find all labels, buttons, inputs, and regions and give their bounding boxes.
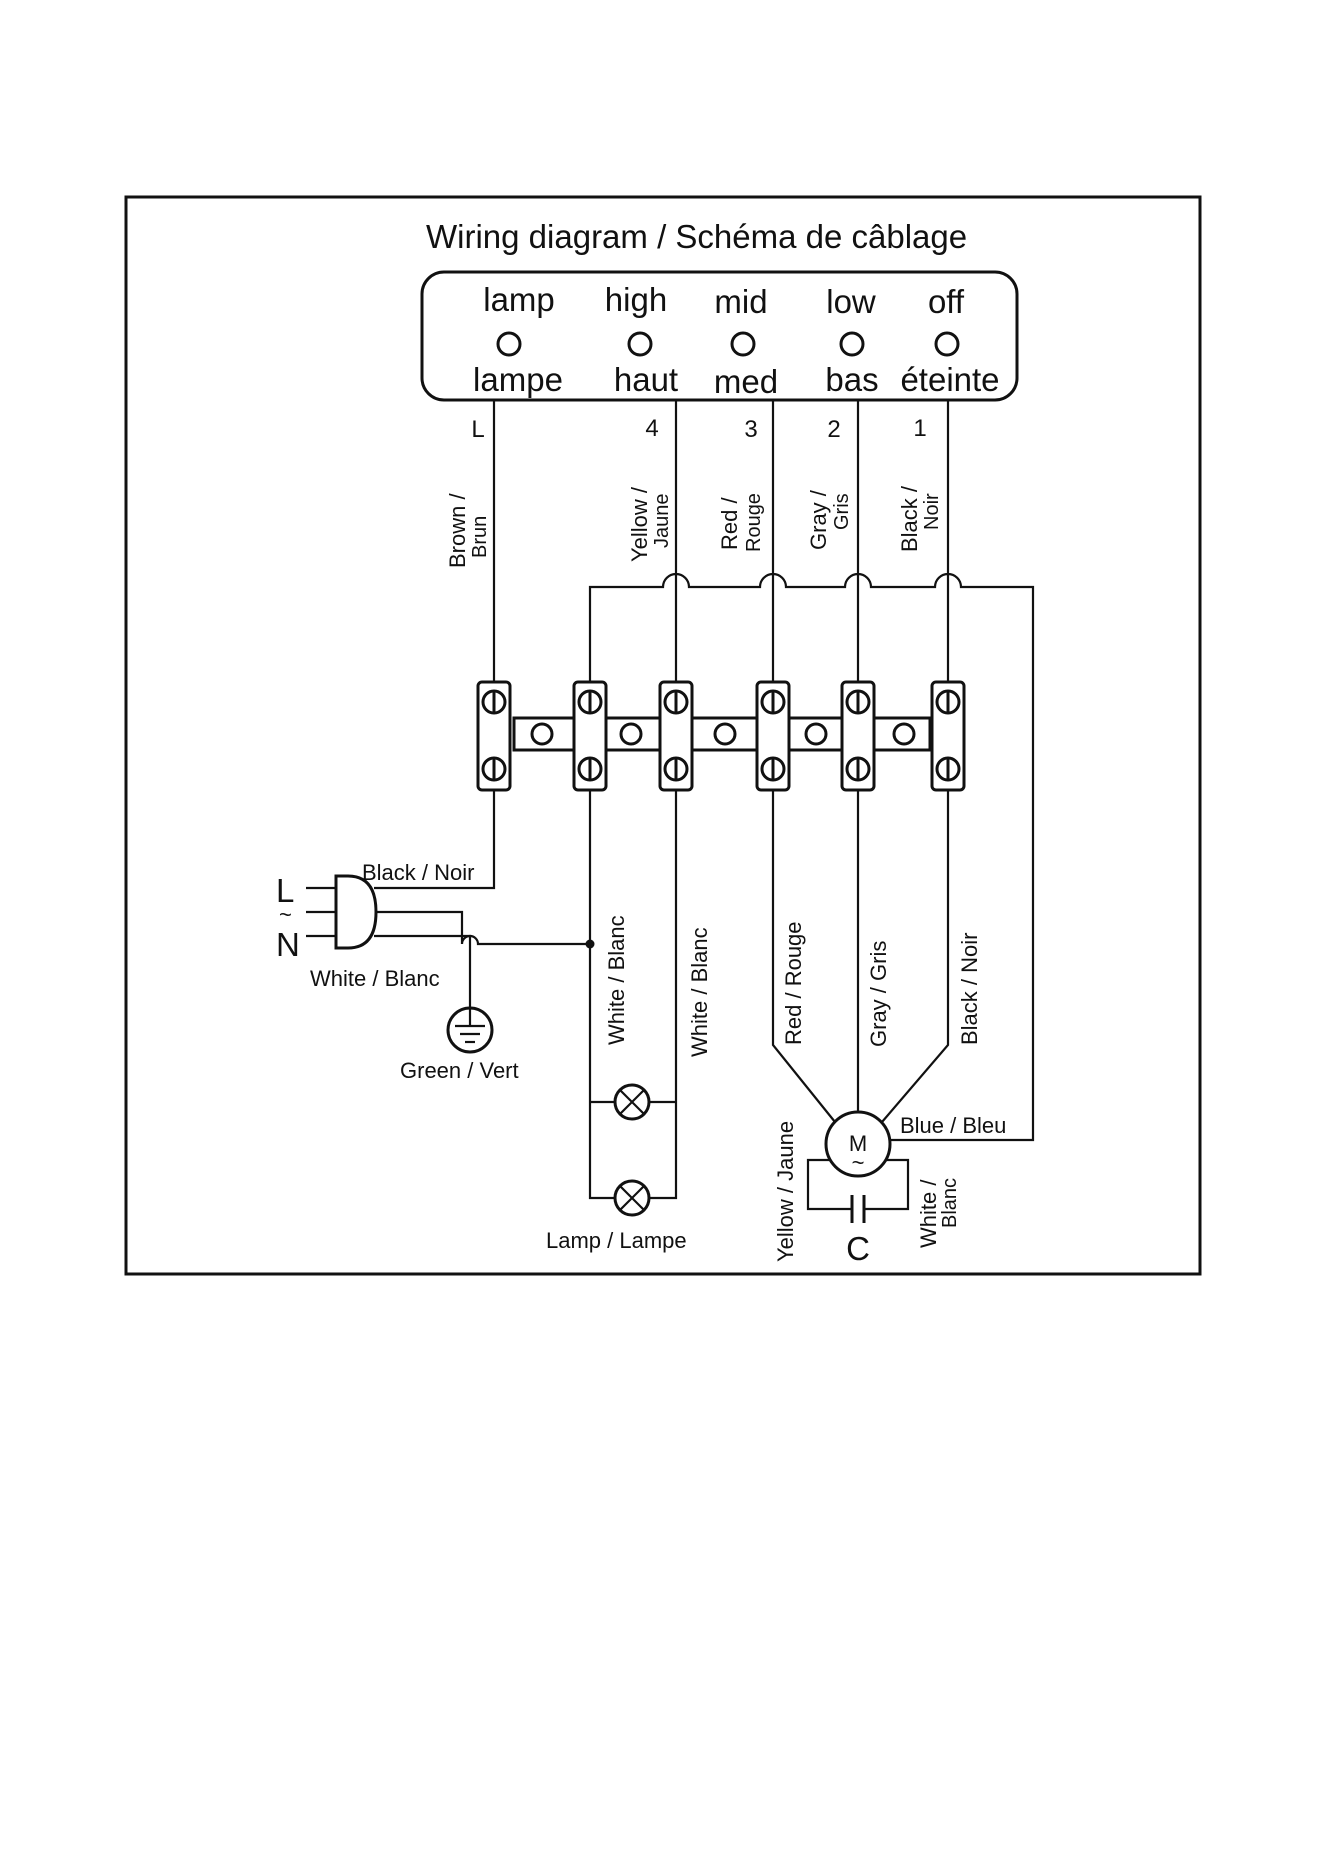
lamp-icon <box>613 1083 651 1121</box>
svg-text:Brown /: Brown / <box>445 493 470 568</box>
lower-label-gray: Gray / Gris <box>866 941 891 1047</box>
svg-text:Noir: Noir <box>921 493 943 530</box>
switch-indicator-circle <box>839 331 865 357</box>
switch-box <box>420 270 1019 402</box>
lower-label-red: Red / Rouge <box>781 921 806 1045</box>
switch-label-en: off <box>928 283 965 320</box>
svg-text:Rouge: Rouge <box>743 493 765 552</box>
switch-label-fr: haut <box>614 361 678 398</box>
terminal-block-l <box>476 680 512 792</box>
upper-wire-label-yellow: Yellow / Jaune <box>627 486 673 562</box>
diagram-title: Wiring diagram / Schéma de câblage <box>426 218 967 255</box>
svg-text:Jaune: Jaune <box>651 494 673 549</box>
label-green-vert: Green / Vert <box>400 1058 519 1083</box>
switch-position-off: off éteinte <box>900 283 999 398</box>
wire-capacitor-right <box>865 1158 910 1211</box>
upper-wire-label-gray: Gray / Gris <box>806 489 853 550</box>
switch-indicator-circle <box>627 331 653 357</box>
terminal-block-neutral <box>572 680 608 792</box>
svg-text:Black /: Black / <box>897 485 922 552</box>
terminal-number-2: 2 <box>827 416 840 443</box>
switch-position-high: high haut <box>605 281 678 398</box>
switch-indicator-circle <box>730 331 756 357</box>
wire-white-neutral <box>374 910 464 932</box>
terminal-number-l: L <box>471 416 484 443</box>
wire-motor-black <box>881 790 950 1123</box>
ground-icon <box>446 1006 494 1054</box>
upper-wire-label-black: Black / Noir <box>897 485 943 552</box>
capacitor-icon <box>850 1195 866 1223</box>
svg-text:~: ~ <box>852 1150 865 1175</box>
diagram-frame <box>124 195 1202 1276</box>
terminal-number-4: 4 <box>645 415 658 442</box>
switch-label-fr: med <box>714 363 778 400</box>
switch-position-mid: mid med <box>714 283 778 400</box>
terminal-block-1 <box>930 680 966 792</box>
terminal-number-3: 3 <box>744 416 757 443</box>
upper-wire-label-brown: Brown / Brun <box>445 493 491 568</box>
svg-text:Red /: Red / <box>717 497 742 550</box>
switch-position-low: low bas <box>825 283 878 398</box>
switch-label-fr: lampe <box>473 361 563 398</box>
label-white-blanc-motor-fr: Blanc <box>939 1178 961 1228</box>
bar-hole <box>530 722 554 746</box>
svg-text:M: M <box>849 1131 867 1156</box>
upper-wire-label-red: Red / Rouge <box>717 493 765 552</box>
motor-icon: M ~ <box>824 1110 892 1178</box>
label-blue-bleu: Blue / Bleu <box>900 1113 1006 1138</box>
terminal-number-1: 1 <box>913 415 926 442</box>
wire-black-live <box>374 790 496 890</box>
label-white-blanc-motor: White / <box>916 1179 941 1248</box>
wire-white-junction <box>460 932 590 946</box>
label-yellow-jaune: Yellow / Jaune <box>773 1121 798 1262</box>
switch-label-en: mid <box>714 283 767 320</box>
capacitor-label: C <box>846 1230 870 1267</box>
wire-lamp-right <box>650 790 678 1200</box>
plug-neutral-label: N <box>276 926 300 963</box>
svg-text:Gris: Gris <box>831 493 853 530</box>
terminal-block-3 <box>755 680 791 792</box>
label-black-noir: Black / Noir <box>362 860 474 885</box>
lower-label-white-1: White / Blanc <box>604 915 629 1045</box>
wire-motor-red <box>771 790 836 1123</box>
svg-text:Yellow /: Yellow / <box>627 486 652 562</box>
switch-indicator-circle <box>496 331 522 357</box>
wire-lamp-left <box>588 790 614 1200</box>
bar-hole <box>713 722 737 746</box>
label-lamp: Lamp / Lampe <box>546 1228 687 1253</box>
bar-hole <box>892 722 916 746</box>
switch-label-en: lamp <box>483 281 555 318</box>
svg-text:Gray /: Gray / <box>806 489 831 550</box>
switch-label-en: low <box>826 283 876 320</box>
label-white-blanc: White / Blanc <box>310 966 440 991</box>
wire-ground-bridge <box>374 934 472 944</box>
switch-position-lamp: lamp lampe <box>473 281 563 398</box>
wire-capacitor-left <box>806 1158 851 1211</box>
switch-label-en: high <box>605 281 667 318</box>
bar-hole <box>804 722 828 746</box>
switch-label-fr: bas <box>825 361 878 398</box>
plug-live-label: L <box>276 872 294 909</box>
lower-label-white-2: White / Blanc <box>687 927 712 1057</box>
switch-label-fr: éteinte <box>900 361 999 398</box>
lamp-icon <box>613 1179 651 1217</box>
switch-indicator-circle <box>934 331 960 357</box>
power-plug <box>306 874 378 950</box>
terminal-block-4 <box>658 680 694 792</box>
svg-text:Brun: Brun <box>469 516 491 558</box>
terminal-block-2 <box>840 680 876 792</box>
lower-label-black: Black / Noir <box>957 933 982 1045</box>
common-bus-wire <box>588 572 1035 1142</box>
plug-ac-label: ~ <box>279 902 292 927</box>
bar-hole <box>619 722 643 746</box>
